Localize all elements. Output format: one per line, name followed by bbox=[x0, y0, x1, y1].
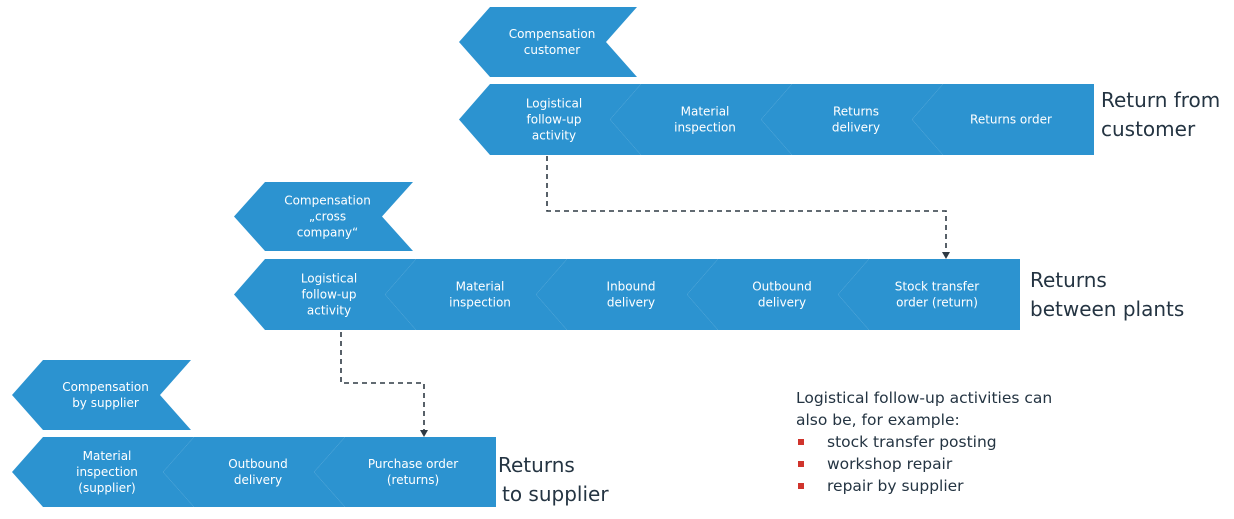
process-step-chevron-plants-4-label: delivery bbox=[758, 296, 806, 310]
note-list-item: workshop repair bbox=[796, 453, 1052, 475]
process-step-chevron-plants-1-shape bbox=[234, 259, 416, 330]
compensation-chevron-supplier-shape bbox=[12, 360, 191, 430]
process-step-chevron-supplier-1-shape bbox=[12, 437, 194, 507]
process-step-chevron-plants-4-label: Outbound bbox=[752, 280, 812, 294]
compensation-chevron-customer-label: customer bbox=[524, 43, 581, 57]
compensation-chevron-customer-shape bbox=[459, 7, 637, 77]
compensation-chevron-customer-label: Compensation bbox=[509, 27, 596, 41]
row-label-line: customer bbox=[1101, 117, 1196, 141]
note-item-text: repair by supplier bbox=[827, 477, 964, 495]
compensation-chevron-plants-label: company“ bbox=[297, 226, 359, 240]
process-step-chevron-plants-1-label: activity bbox=[307, 304, 351, 318]
process-step-chevron-plants-3-shape bbox=[536, 259, 718, 330]
row-label-return-from-customer: Return from customer bbox=[1101, 86, 1220, 144]
row-label-returns-to-supplier: Returns to supplier bbox=[498, 451, 609, 509]
connector-layer bbox=[340, 156, 950, 437]
process-step-chevron-customer-3-shape bbox=[761, 84, 943, 155]
compensation-chevron-plants-shape bbox=[234, 182, 413, 251]
note-list: stock transfer posting workshop repair r… bbox=[796, 431, 1052, 497]
process-step-chevron-supplier-1-label: Material bbox=[83, 449, 132, 463]
process-step-chevron-plants-1-label: follow-up bbox=[302, 288, 357, 302]
process-step-chevron-customer-2-label: Material bbox=[681, 105, 730, 119]
compensation-chevron-plants-label: „cross bbox=[309, 210, 346, 224]
process-step-chevron-plants-1-label: Logistical bbox=[301, 272, 357, 286]
process-step-chevron-supplier-1-label: inspection bbox=[76, 465, 138, 479]
compensation-chevron-plants-label: Compensation bbox=[284, 194, 371, 208]
process-step-chevron-plants-2-label: inspection bbox=[449, 296, 511, 310]
process-step-chevron-supplier-1-label: (supplier) bbox=[78, 481, 135, 495]
bullet-square-icon bbox=[798, 439, 804, 445]
process-step-chevron-customer-1-label: activity bbox=[532, 129, 576, 143]
process-step-chevron-plants-2-shape bbox=[385, 259, 567, 330]
follow-up-activities-note: Logistical follow-up activities can also… bbox=[796, 387, 1052, 497]
process-step-chevron-plants-5-label: order (return) bbox=[896, 296, 978, 310]
note-item-text: stock transfer posting bbox=[827, 433, 997, 451]
process-step-chevron-plants-4-shape bbox=[687, 259, 869, 330]
connector-customer-to-stock-transfer bbox=[546, 156, 947, 252]
process-step-chevron-customer-1-shape bbox=[459, 84, 641, 155]
compensation-chevron-supplier-label: Compensation bbox=[62, 380, 149, 394]
process-step-chevron-supplier-2-label: delivery bbox=[234, 473, 282, 487]
process-step-chevron-supplier-2-shape bbox=[163, 437, 345, 507]
process-step-chevron-plants-5-shape bbox=[838, 259, 1020, 330]
note-list-item: repair by supplier bbox=[796, 475, 1052, 497]
process-step-chevron-supplier-3-shape bbox=[314, 437, 496, 507]
process-step-chevron-plants-5-label: Stock transfer bbox=[895, 280, 979, 294]
process-step-chevron-customer-3-label: Returns bbox=[833, 105, 879, 119]
bullet-square-icon bbox=[798, 461, 804, 467]
process-step-chevron-customer-1-label: Logistical bbox=[526, 97, 582, 111]
process-step-chevron-plants-2-label: Material bbox=[456, 280, 505, 294]
row-label-line: between plants bbox=[1030, 297, 1185, 321]
process-step-chevron-customer-1-label: follow-up bbox=[527, 113, 582, 127]
process-step-chevron-plants-3-label: delivery bbox=[607, 296, 655, 310]
process-step-chevron-customer-4-shape bbox=[912, 84, 1094, 155]
row-label-line: Returns bbox=[1030, 268, 1107, 292]
connector-arrowhead bbox=[420, 430, 428, 437]
note-intro: Logistical follow-up activities can also… bbox=[796, 387, 1052, 431]
process-step-chevron-plants-3-label: Inbound bbox=[607, 280, 656, 294]
row-label-line: Returns bbox=[498, 453, 575, 477]
row-label-line: Return from bbox=[1101, 88, 1221, 112]
note-intro-line: also be, for example: bbox=[796, 411, 960, 429]
process-step-chevron-supplier-2-label: Outbound bbox=[228, 457, 288, 471]
process-step-chevron-customer-4-label: Returns order bbox=[970, 113, 1052, 127]
process-step-chevron-customer-2-shape bbox=[610, 84, 792, 155]
process-step-chevron-customer-2-label: inspection bbox=[674, 121, 736, 135]
connector-plants-to-purchase-order bbox=[340, 332, 425, 430]
note-list-item: stock transfer posting bbox=[796, 431, 1052, 453]
row-label-returns-between-plants: Returns between plants bbox=[1030, 266, 1184, 324]
bullet-square-icon bbox=[798, 483, 804, 489]
process-step-chevron-supplier-3-label: Purchase order bbox=[368, 457, 458, 471]
note-intro-line: Logistical follow-up activities can bbox=[796, 389, 1053, 407]
process-step-chevron-customer-3-label: delivery bbox=[832, 121, 880, 135]
row-label-line: to supplier bbox=[502, 482, 609, 506]
process-step-chevron-supplier-3-label: (returns) bbox=[387, 473, 439, 487]
compensation-chevron-supplier-label: by supplier bbox=[72, 396, 139, 410]
connector-arrowhead bbox=[942, 252, 950, 259]
note-item-text: workshop repair bbox=[827, 455, 953, 473]
